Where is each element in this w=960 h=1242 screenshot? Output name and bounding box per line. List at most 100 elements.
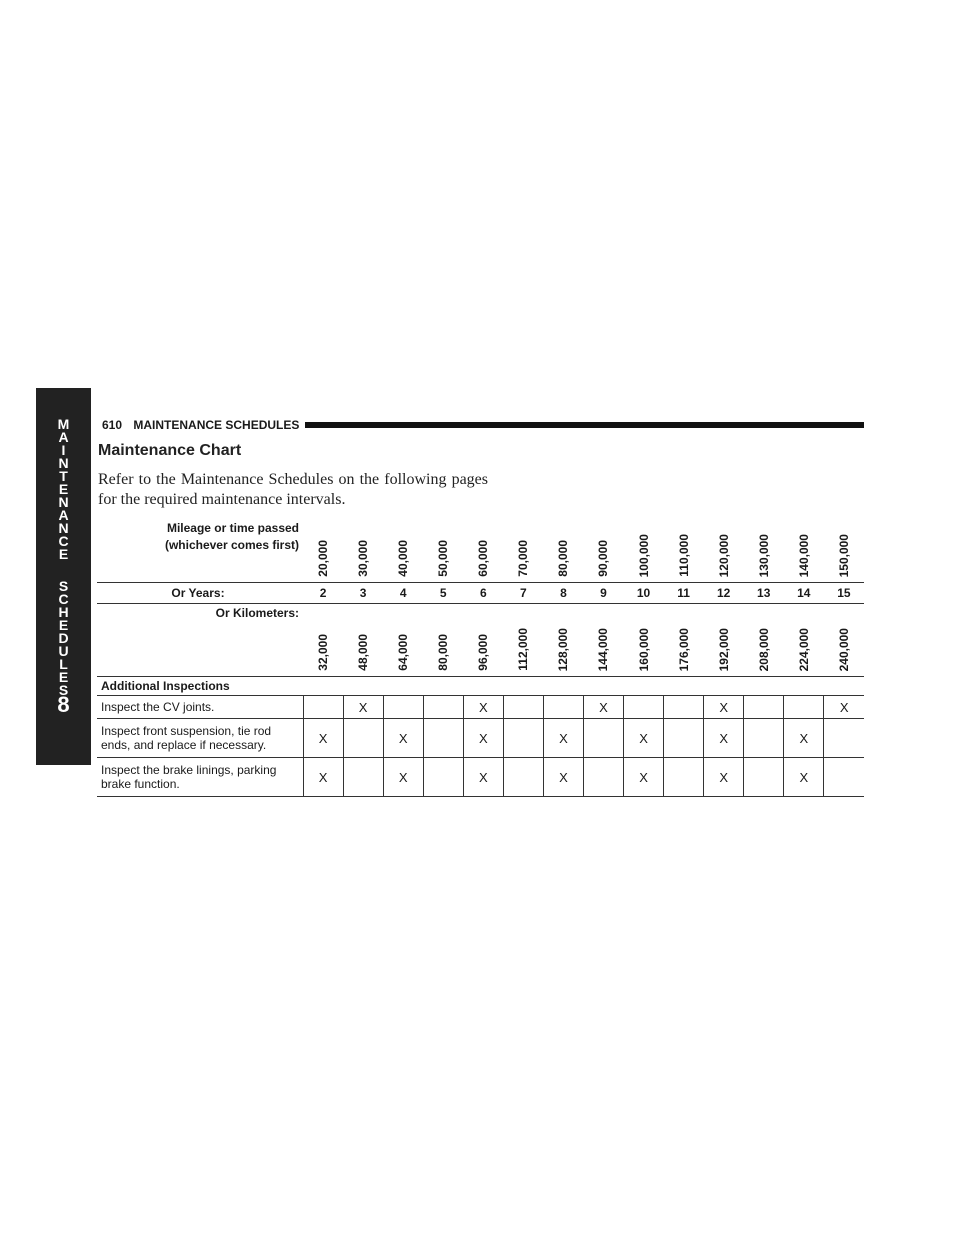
inspection-mark: X [703, 757, 744, 797]
inspection-mark: X [783, 757, 824, 797]
side-tab-letter: E [58, 546, 69, 562]
inspection-mark [502, 757, 544, 797]
mileage-value: 140,000 [796, 533, 811, 577]
side-tab-letter: S [58, 578, 69, 594]
page-header: 610 MAINTENANCE SCHEDULES [102, 418, 864, 432]
year-value: 4 [383, 582, 424, 604]
page-title: Maintenance Chart [98, 442, 242, 459]
inspection-mark [422, 718, 464, 758]
mileage-column-header: 20,000 [303, 517, 343, 583]
mileage-value: 70,000 [516, 540, 531, 577]
mileage-column-header: 100,000 [624, 517, 664, 583]
inspection-mark [502, 695, 544, 719]
side-tab-letter: A [58, 429, 69, 445]
inspection-row: Inspect front suspension, tie rod ends, … [97, 718, 864, 758]
side-tab-letter: E [58, 481, 69, 497]
mileage-column-header: 30,000 [343, 517, 383, 583]
inspection-mark [582, 757, 624, 797]
side-tab-letter: A [58, 507, 69, 523]
year-value: 10 [623, 582, 664, 604]
inspection-mark [743, 757, 784, 797]
kilometer-value: 112,000 [516, 628, 531, 671]
mileage-value: 30,000 [356, 540, 371, 577]
side-tab-letter: I [61, 442, 66, 458]
side-tab-letter: L [59, 656, 68, 672]
side-tab-letter: U [58, 643, 69, 659]
mileage-value: 50,000 [436, 540, 451, 577]
mileage-column-header: 110,000 [664, 517, 704, 583]
inspection-mark [542, 695, 584, 719]
inspection-mark: X [462, 757, 504, 797]
mileage-column-header: 70,000 [503, 517, 543, 583]
year-value: 14 [783, 582, 824, 604]
mileage-label-line2: (whichever comes first) [164, 538, 299, 552]
kilometer-value: 48,000 [356, 634, 371, 671]
mileage-column-header: 140,000 [784, 517, 824, 583]
inspection-mark: X [582, 695, 624, 719]
side-tab-letter: N [58, 520, 69, 536]
mileage-value: 80,000 [556, 540, 571, 577]
year-value: 6 [463, 582, 504, 604]
mileage-header-row: Mileage or time passed (whichever comes … [97, 517, 864, 583]
inspection-mark [342, 757, 384, 797]
kilometer-value: 80,000 [436, 634, 451, 671]
mileage-column-header: 50,000 [423, 517, 463, 583]
inspection-mark [622, 695, 664, 719]
side-tab-letter: M [57, 416, 70, 432]
mileage-value: 120,000 [716, 533, 731, 577]
side-tab-letter: N [58, 494, 69, 510]
inspection-mark: X [302, 718, 344, 758]
kilometer-column-header: 224,000 [784, 604, 824, 677]
mileage-column-header: 120,000 [704, 517, 744, 583]
inspection-mark: X [382, 757, 424, 797]
inspection-mark [823, 757, 864, 797]
kilometer-column-header: 176,000 [664, 604, 704, 677]
kilometer-value: 64,000 [396, 634, 411, 671]
year-value: 8 [543, 582, 584, 604]
inspection-row: Inspect the brake linings, parking brake… [97, 757, 864, 797]
mileage-column-header: 60,000 [463, 517, 503, 583]
year-value: 7 [503, 582, 544, 604]
kilometer-column-header: 80,000 [423, 604, 463, 677]
year-value: 13 [743, 582, 784, 604]
side-tab-letter: N [58, 455, 69, 471]
side-tab-letter: H [58, 604, 69, 620]
mileage-value: 20,000 [316, 540, 331, 577]
inspection-label: Inspect the CV joints. [97, 695, 303, 719]
inspection-mark: X [542, 718, 584, 758]
side-tab-letter: C [58, 533, 69, 549]
kilometer-value: 128,000 [556, 627, 571, 671]
section-title: MAINTENANCE SCHEDULES [133, 418, 300, 432]
inspection-mark [422, 757, 464, 797]
inspection-mark [342, 718, 384, 758]
kilometer-column-header: 112,000 [503, 604, 543, 677]
kilometers-label: Or Kilometers: [215, 606, 299, 620]
inspection-mark: X [382, 718, 424, 758]
kilometer-column-header: 192,000 [704, 604, 744, 677]
inspection-mark: X [342, 695, 384, 719]
mileage-column-header: 150,000 [824, 517, 864, 583]
inspection-mark [663, 718, 704, 758]
kilometer-column-header: 160,000 [624, 604, 664, 677]
mileage-value: 150,000 [836, 533, 851, 577]
kilometer-column-header: 96,000 [463, 604, 503, 677]
inspection-mark [382, 695, 424, 719]
year-value: 11 [663, 582, 704, 604]
kilometer-value: 192,000 [716, 627, 731, 671]
mileage-value: 90,000 [596, 540, 611, 577]
inspection-mark [743, 718, 784, 758]
kilometer-value: 32,000 [316, 634, 331, 671]
inspection-mark: X [703, 695, 744, 719]
kilometer-column-header: 144,000 [583, 604, 623, 677]
intro-paragraph: Refer to the Maintenance Schedules on th… [98, 471, 488, 508]
kilometer-value: 240,000 [836, 627, 851, 671]
kilometer-column-header: 64,000 [383, 604, 423, 677]
mileage-column-header: 130,000 [744, 517, 784, 583]
side-tab-number: 8 [57, 692, 70, 717]
year-value: 15 [823, 582, 864, 604]
inspection-mark [823, 718, 864, 758]
